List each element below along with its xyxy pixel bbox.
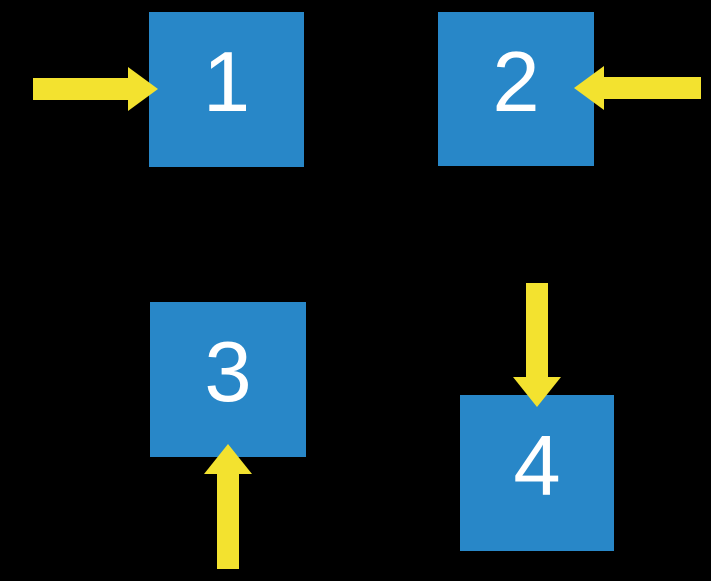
square-4: 4	[460, 395, 614, 551]
arrow-shaft	[604, 77, 701, 99]
arrow-head	[128, 67, 158, 111]
up-arrow-icon	[204, 444, 252, 569]
square-1: 1	[149, 12, 304, 167]
arrow-shaft	[33, 78, 128, 100]
square-3: 3	[150, 302, 306, 457]
arrow-head	[204, 444, 252, 474]
right-arrow-icon	[33, 67, 158, 111]
square-2: 2	[438, 12, 594, 166]
arrow-shaft	[217, 474, 239, 569]
down-arrow-icon	[513, 283, 561, 407]
square-1-label: 1	[202, 35, 251, 130]
left-arrow-icon	[574, 66, 701, 110]
square-4-label: 4	[513, 418, 561, 514]
square-2-label: 2	[492, 34, 540, 130]
arrow-shaft	[526, 283, 548, 377]
arrow-head	[513, 377, 561, 407]
arrow-head	[574, 66, 604, 110]
square-3-label: 3	[204, 325, 252, 420]
